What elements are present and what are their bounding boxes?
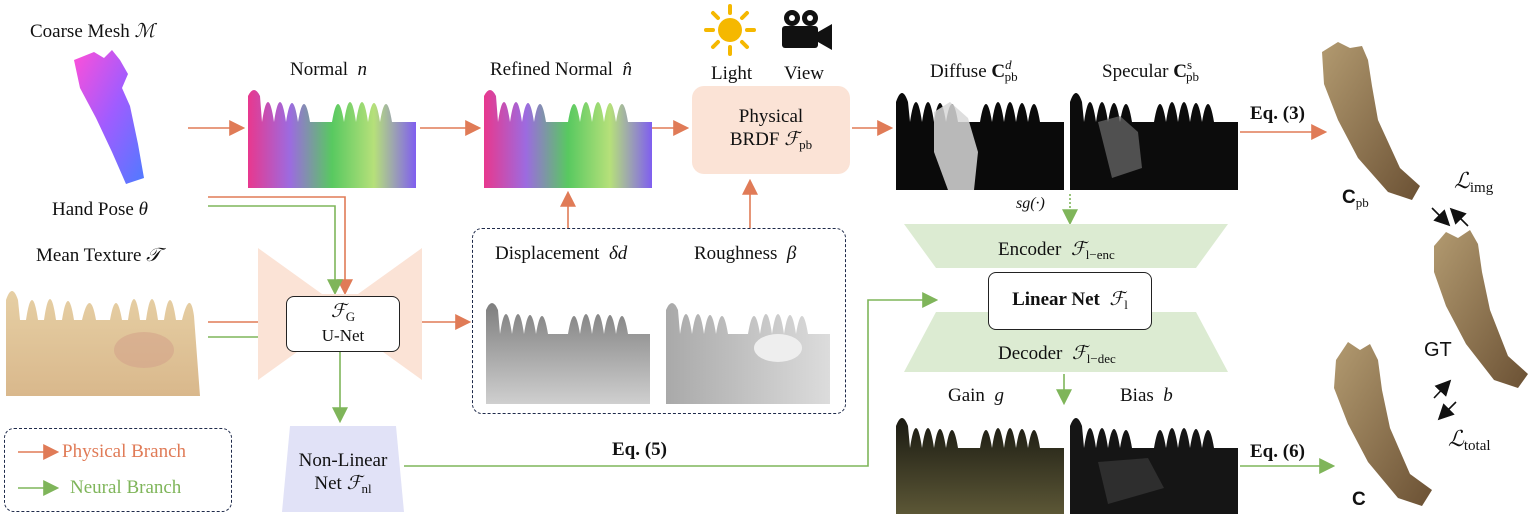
normal-map-image [248, 90, 416, 188]
legend-box [4, 428, 232, 512]
roughness-image [666, 303, 830, 404]
gain-image [896, 418, 1064, 514]
linear-net-block: Linear Net ℱl [988, 272, 1152, 330]
view-label: View [784, 63, 825, 84]
final-render-hand-image [1334, 342, 1432, 506]
gain-label: Gain g [948, 385, 1004, 406]
normal-label: Normal n [290, 59, 368, 80]
coarse-mesh-image [74, 50, 144, 184]
coarse-mesh-label: Coarse Mesh ℳ [30, 21, 155, 42]
decoder-label: Decoder ℱl−dec [998, 343, 1116, 366]
bias-label: Bias b [1120, 385, 1173, 406]
diffuse-label: Diffuse Cdpb [930, 57, 1018, 84]
displacement-label: Displacement δd [495, 243, 628, 264]
unet-block: ℱG U-Net [286, 296, 400, 352]
c-label: C [1352, 489, 1366, 510]
loss-img-label: ℒimg [1454, 168, 1494, 196]
refined-normal-label: Refined Normal n̂ [490, 59, 632, 80]
ground-truth-hand-image [1434, 230, 1528, 388]
mean-texture-image [6, 291, 200, 396]
gt-label: GT [1424, 339, 1452, 361]
specular-image [1070, 93, 1238, 190]
encoder-label: Encoder ℱl−enc [998, 239, 1115, 262]
c-pb-label: Cpb [1342, 187, 1369, 210]
specular-label: Specular Cspb [1102, 57, 1200, 84]
hand-pose-label: Hand Pose θ [52, 199, 148, 220]
physical-brdf-block: Physical BRDF ℱpb [692, 86, 850, 174]
refined-normal-map-image [484, 90, 652, 188]
legend-physical-branch: Physical Branch [62, 441, 187, 462]
diffuse-image [896, 93, 1064, 190]
stop-gradient-label: sg(·) [1016, 195, 1045, 212]
roughness-label: Roughness β [694, 243, 797, 264]
video-camera-icon [782, 10, 832, 50]
eq6-label: Eq. (6) [1250, 441, 1305, 462]
loss-total-label: ℒtotal [1448, 426, 1491, 454]
eq3-label: Eq. (3) [1250, 103, 1305, 124]
eq5-label: Eq. (5) [612, 439, 667, 460]
physical-render-hand-image [1322, 42, 1420, 200]
nonlinear-net-shape [282, 426, 404, 512]
sun-icon [704, 4, 756, 56]
mean-texture-label: Mean Texture 𝒯 [36, 245, 161, 266]
light-label: Light [711, 63, 753, 84]
legend-neural-branch: Neural Branch [70, 477, 182, 498]
displacement-roughness-panel [472, 228, 846, 414]
displacement-image [486, 303, 650, 404]
nonlinear-net-label: Non-Linear Net ℱnl [298, 450, 388, 496]
bias-image [1070, 418, 1238, 514]
